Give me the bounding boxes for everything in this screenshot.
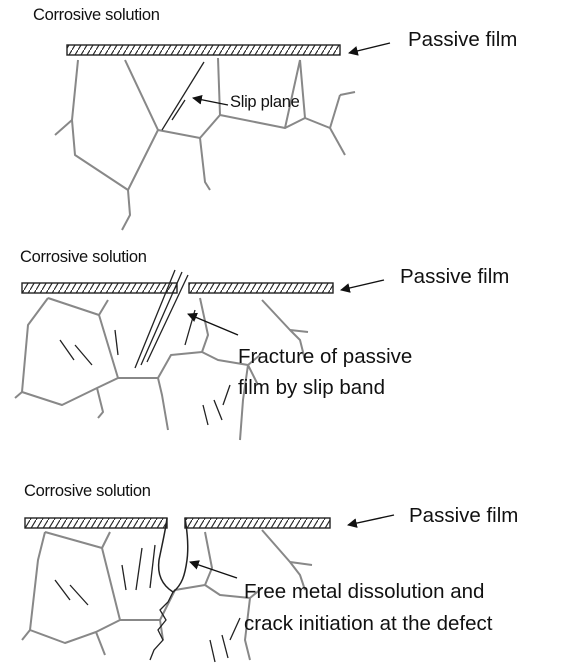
grain-boundaries-1 [54,57,356,231]
passive-film-2-left [21,282,178,294]
corrosive-solution-label-1: Corrosive solution [33,6,160,24]
panel-1 [54,42,391,231]
passive-film-1 [66,44,341,56]
grain-boundaries-3 [21,529,313,661]
passive-film-label-2: Passive film [400,265,510,288]
corrosive-solution-label-3: Corrosive solution [24,482,151,500]
fracture-arrow-2 [187,312,239,336]
slip-lines-2 [59,269,231,426]
slip-arrow-1 [192,94,229,106]
crack-tail-3 [149,591,174,661]
film-arrow-2 [340,279,385,293]
film-arrow-3 [347,514,395,528]
panel-2 [14,269,385,441]
dissolution-label: Free metal dissolution and crack initiat… [244,580,493,635]
passive-film-label-3: Passive film [409,504,519,527]
slip-lines-1 [161,61,205,131]
panel-3 [21,514,395,663]
grain-boundaries-2 [14,297,309,441]
passive-film-2-right [188,282,334,294]
crack-3 [157,517,189,593]
passive-film-3-left [24,517,168,529]
passive-film-label-1: Passive film [408,28,518,51]
fracture-label: Fracture of passive film by slip band [238,345,413,399]
film-arrow-1 [348,42,391,56]
slip-plane-label: Slip plane [230,93,300,111]
crack-arrow-3 [189,560,238,579]
slip-lines-3 [54,544,241,663]
passive-film-3-right [184,517,331,529]
corrosive-solution-label-2: Corrosive solution [20,248,147,266]
